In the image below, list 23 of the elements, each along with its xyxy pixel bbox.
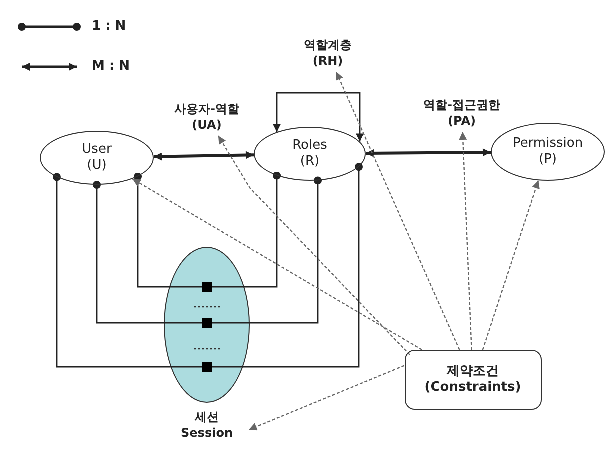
dotted-arrow	[132, 178, 422, 351]
legend-label: 1 : N	[92, 18, 126, 36]
legend-label: M : N	[92, 58, 130, 76]
constraint-box	[404, 350, 542, 410]
arrow	[154, 151, 254, 161]
dotted-arrow	[248, 365, 405, 431]
entity-ellipse	[40, 131, 154, 185]
arrow	[273, 92, 364, 142]
relation-label: 역할-접근권한 (PA)	[422, 97, 502, 129]
entity-name: Roles (R)	[292, 138, 328, 170]
arrow	[366, 148, 492, 158]
dotted-arrow	[459, 132, 472, 350]
dotted-arrow	[336, 72, 460, 350]
relation-label: 역할계층 (RH)	[303, 37, 353, 69]
constraint-label: 제약조건 (Constraints)	[424, 364, 522, 396]
dotted-arrow	[482, 180, 540, 350]
relation-label: 사용자-역할 (UA)	[174, 101, 240, 133]
dotted-arrow	[218, 136, 410, 356]
entity-name: Permission (P)	[512, 136, 584, 168]
entity-ellipse	[254, 127, 366, 181]
session-label: 세션 Session	[180, 409, 234, 441]
entity-ellipse	[491, 123, 605, 181]
entity-name: User (U)	[82, 142, 112, 174]
